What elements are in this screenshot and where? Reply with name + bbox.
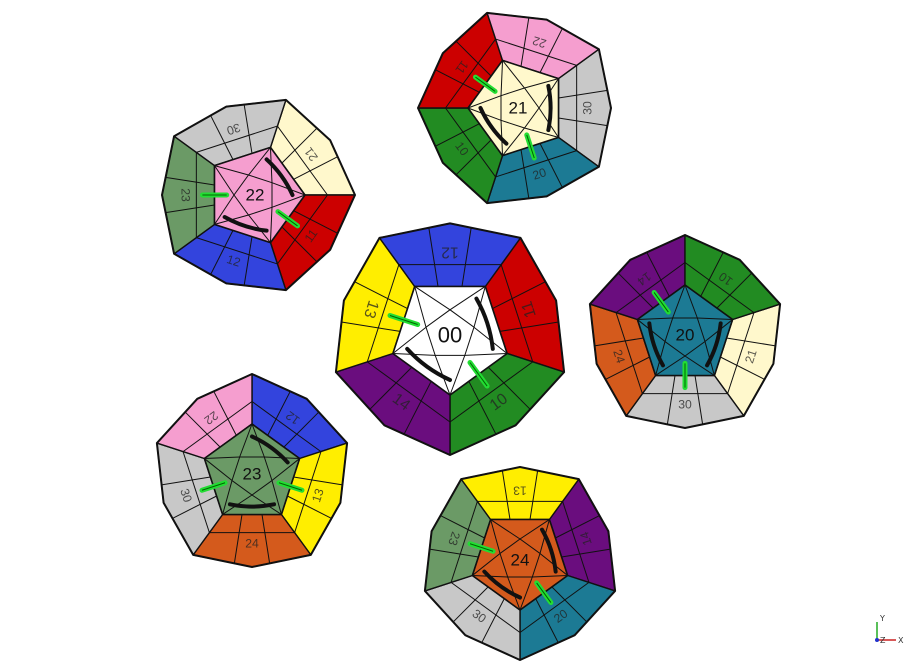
- side-face-label: 30: [225, 120, 242, 138]
- side-face-label: 30: [177, 487, 195, 504]
- side-face-label: 12: [441, 243, 459, 260]
- megaminx-views: 1110141312003020101122212111122330222130…: [155, 11, 782, 661]
- twist-arrow: [227, 502, 277, 509]
- side-face-label: 23: [445, 530, 463, 547]
- side-face-label: 13: [360, 298, 382, 320]
- face-label-24: 24: [511, 551, 530, 570]
- axis-y-label: Y: [879, 614, 885, 623]
- side-face-label: 24: [610, 348, 628, 365]
- side-face-label: 21: [742, 348, 760, 365]
- twist-arrow: [647, 321, 665, 368]
- side-face-label: 22: [531, 33, 548, 51]
- center-face-00: [392, 285, 508, 396]
- twist-arrow: [474, 296, 495, 351]
- axis-z-label: Z: [880, 636, 886, 645]
- side-face-label: 12: [225, 252, 242, 270]
- center-face-22: [213, 146, 306, 244]
- twist-arrow: [478, 106, 509, 146]
- side-face-label: 20: [531, 165, 548, 183]
- twist-arrow: [540, 527, 558, 574]
- twist-arrow: [405, 346, 452, 382]
- side-face-label: 24: [245, 536, 259, 550]
- side-face-label: 30: [678, 397, 692, 411]
- twist-arrow: [222, 215, 269, 233]
- center-face-20: [636, 284, 734, 377]
- twist-arrow: [250, 434, 290, 465]
- center-face-23: [203, 423, 301, 516]
- side-face-label: 14: [577, 530, 595, 547]
- side-face-label: 13: [309, 487, 327, 504]
- face-label-23: 23: [243, 465, 262, 484]
- face-label-21: 21: [509, 99, 528, 118]
- center-face-24: [471, 518, 569, 611]
- face-label-20: 20: [676, 326, 695, 345]
- face-label-00: 00: [438, 323, 462, 348]
- side-face-label: 23: [179, 188, 193, 202]
- center-face-21: [467, 59, 560, 157]
- twist-arrow: [264, 157, 295, 197]
- side-face-label: 11: [518, 299, 539, 320]
- twist-arrow: [482, 569, 522, 600]
- side-face-label: 30: [580, 101, 594, 115]
- axis-x-label: X: [898, 636, 904, 645]
- axis-indicator: Y Z X: [875, 614, 904, 645]
- twist-arrow: [705, 321, 723, 368]
- twist-arrow: [546, 83, 553, 133]
- face-label-22: 22: [246, 186, 265, 205]
- side-face-label: 13: [513, 484, 527, 498]
